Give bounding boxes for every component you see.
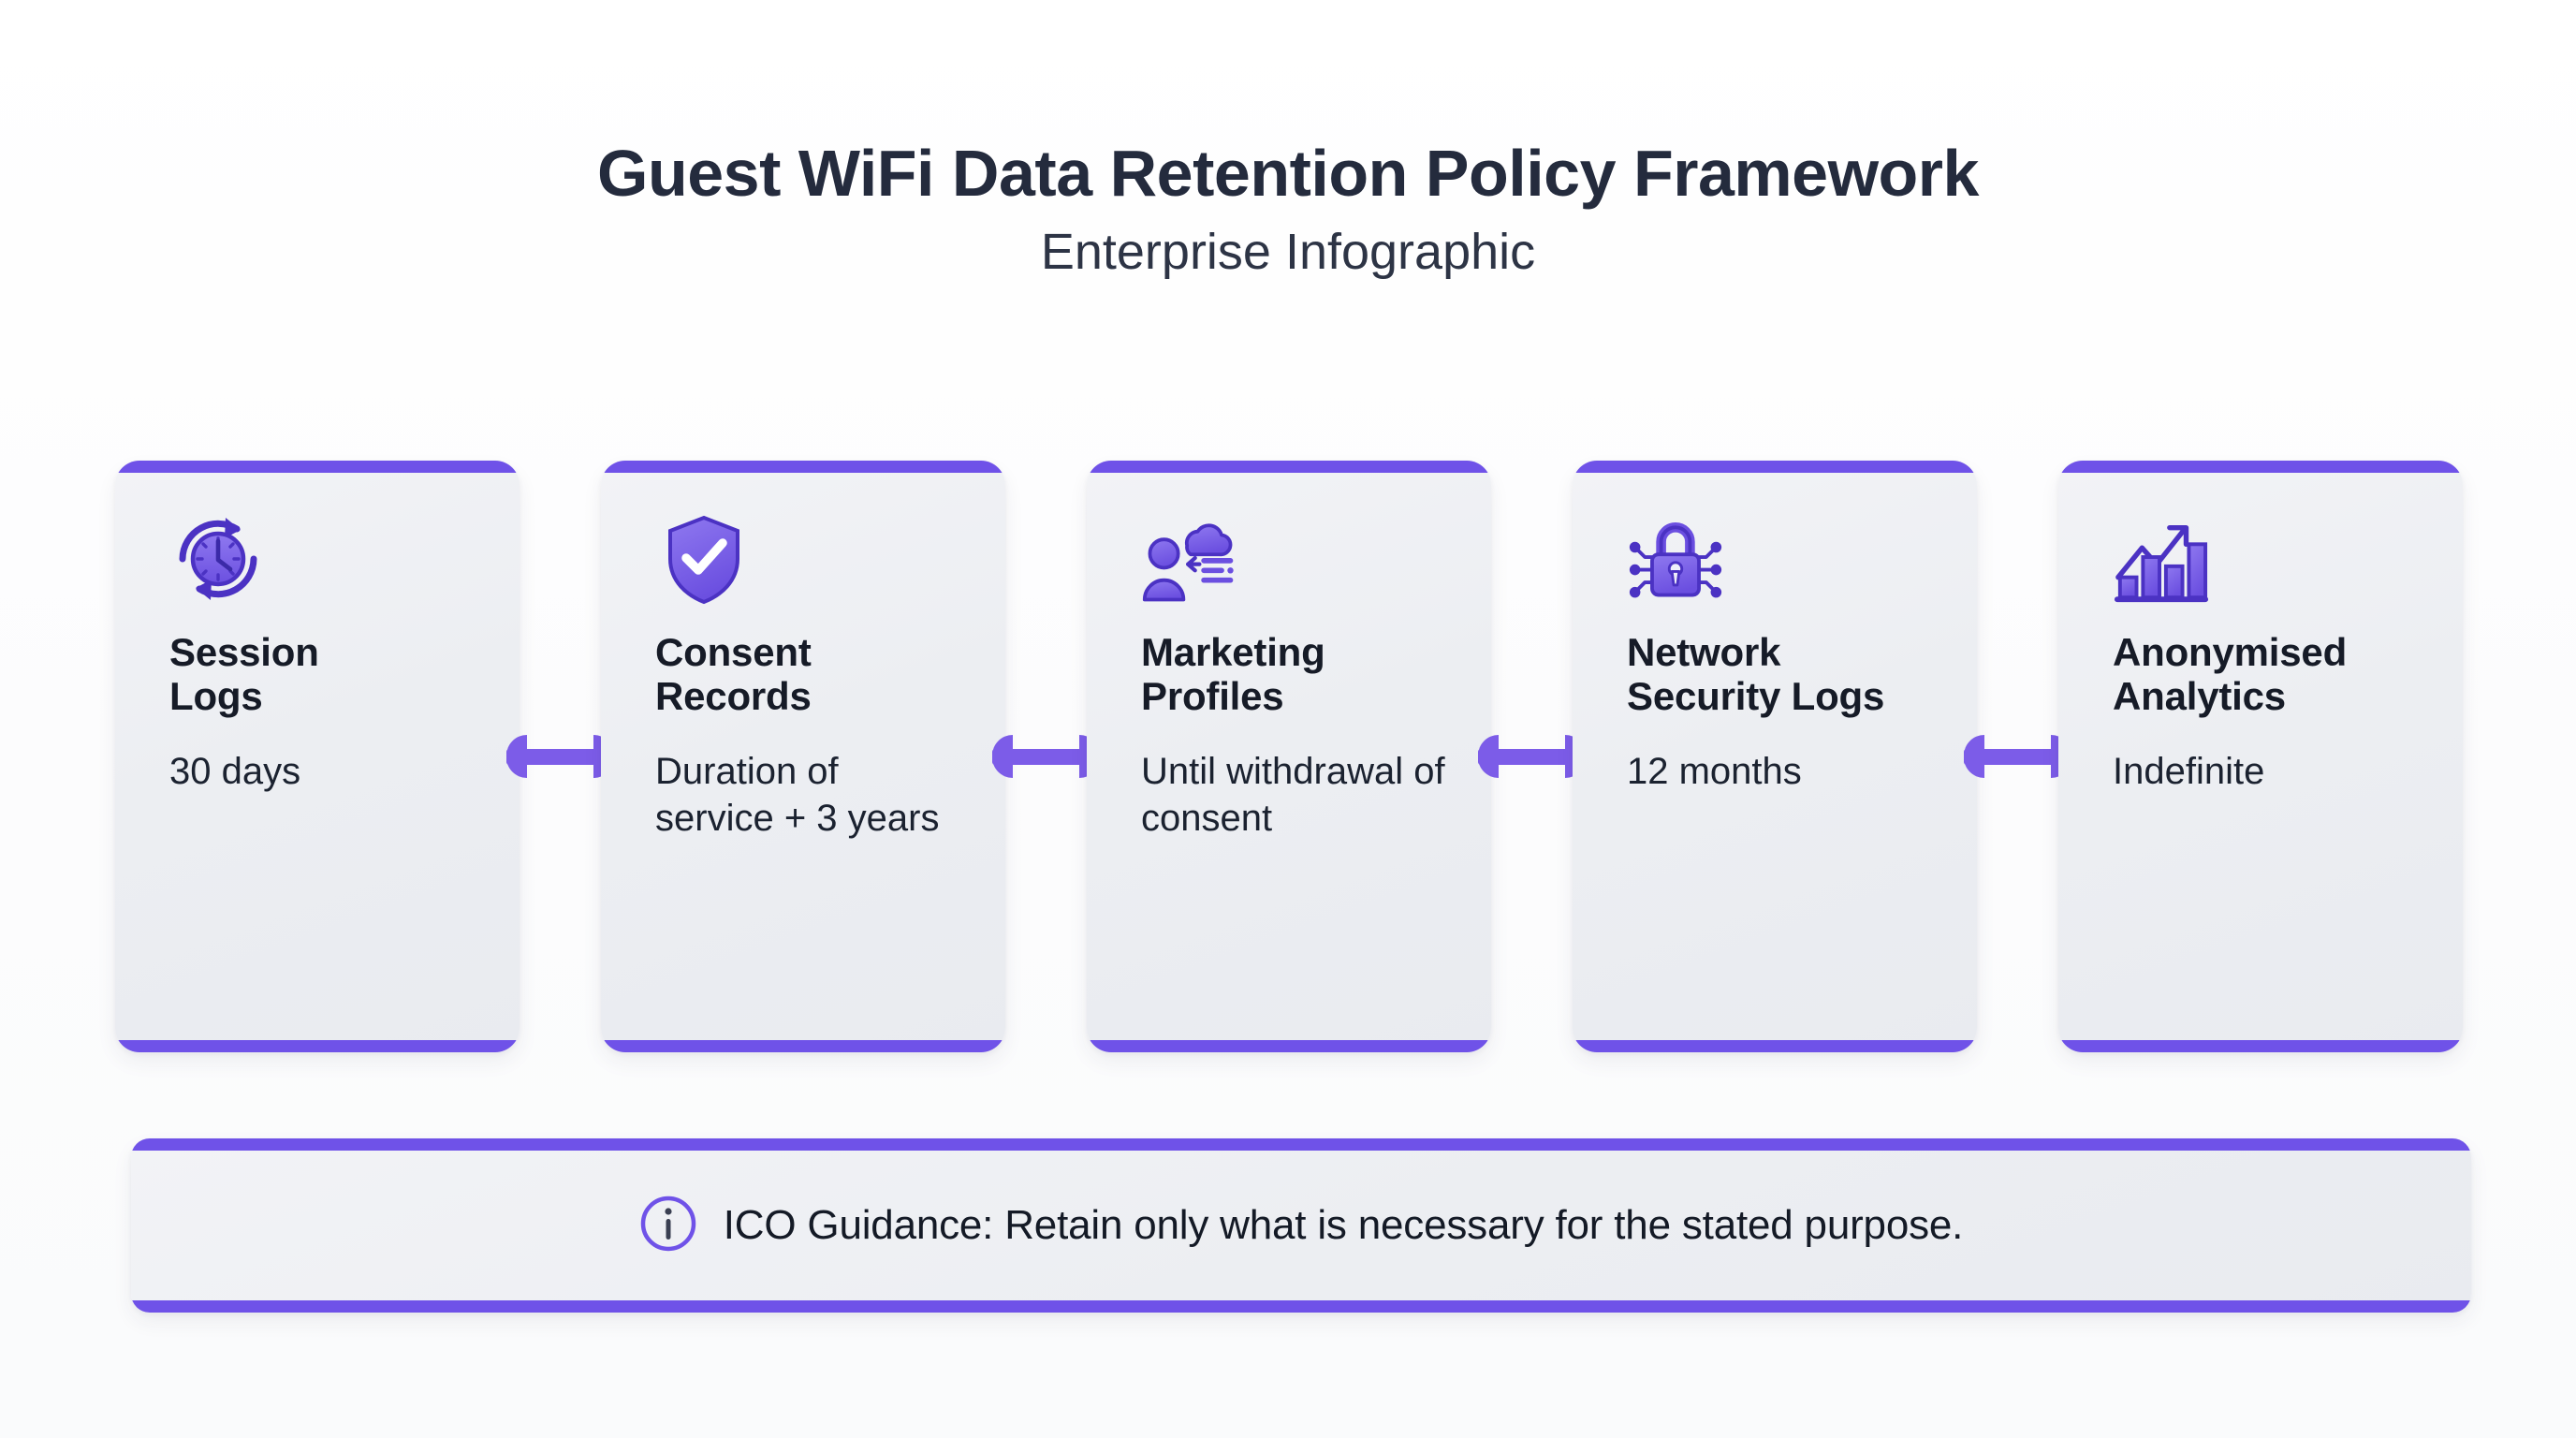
header: Guest WiFi Data Retention Policy Framewo… [0, 139, 2576, 281]
guidance-text: ICO Guidance: Retain only what is necess… [723, 1202, 1964, 1248]
padlock-circuit-icon [1627, 512, 1724, 606]
user-cloud-data-icon [1141, 512, 1238, 606]
guidance-banner: ICO Guidance: Retain only what is necess… [131, 1138, 2471, 1313]
connector-4 [1964, 735, 2071, 778]
connector-2 [992, 735, 1100, 778]
shield-check-icon [655, 512, 753, 606]
page-title: Guest WiFi Data Retention Policy Framewo… [597, 137, 1979, 210]
clock-refresh-icon [169, 512, 267, 606]
card-duration: Indefinite [2113, 751, 2265, 793]
page-subtitle: Enterprise Infographic [1040, 224, 1536, 281]
card-duration: 12 months [1627, 751, 1802, 793]
card-duration: 30 days [169, 751, 301, 793]
card-duration: Until withdrawal of consent [1141, 751, 1445, 840]
connector-3 [1478, 735, 1586, 778]
connector-1 [506, 735, 614, 778]
info-circle-icon [639, 1195, 697, 1257]
card-duration: Duration of service + 3 years [655, 751, 940, 840]
bar-chart-growth-icon [2113, 512, 2210, 606]
